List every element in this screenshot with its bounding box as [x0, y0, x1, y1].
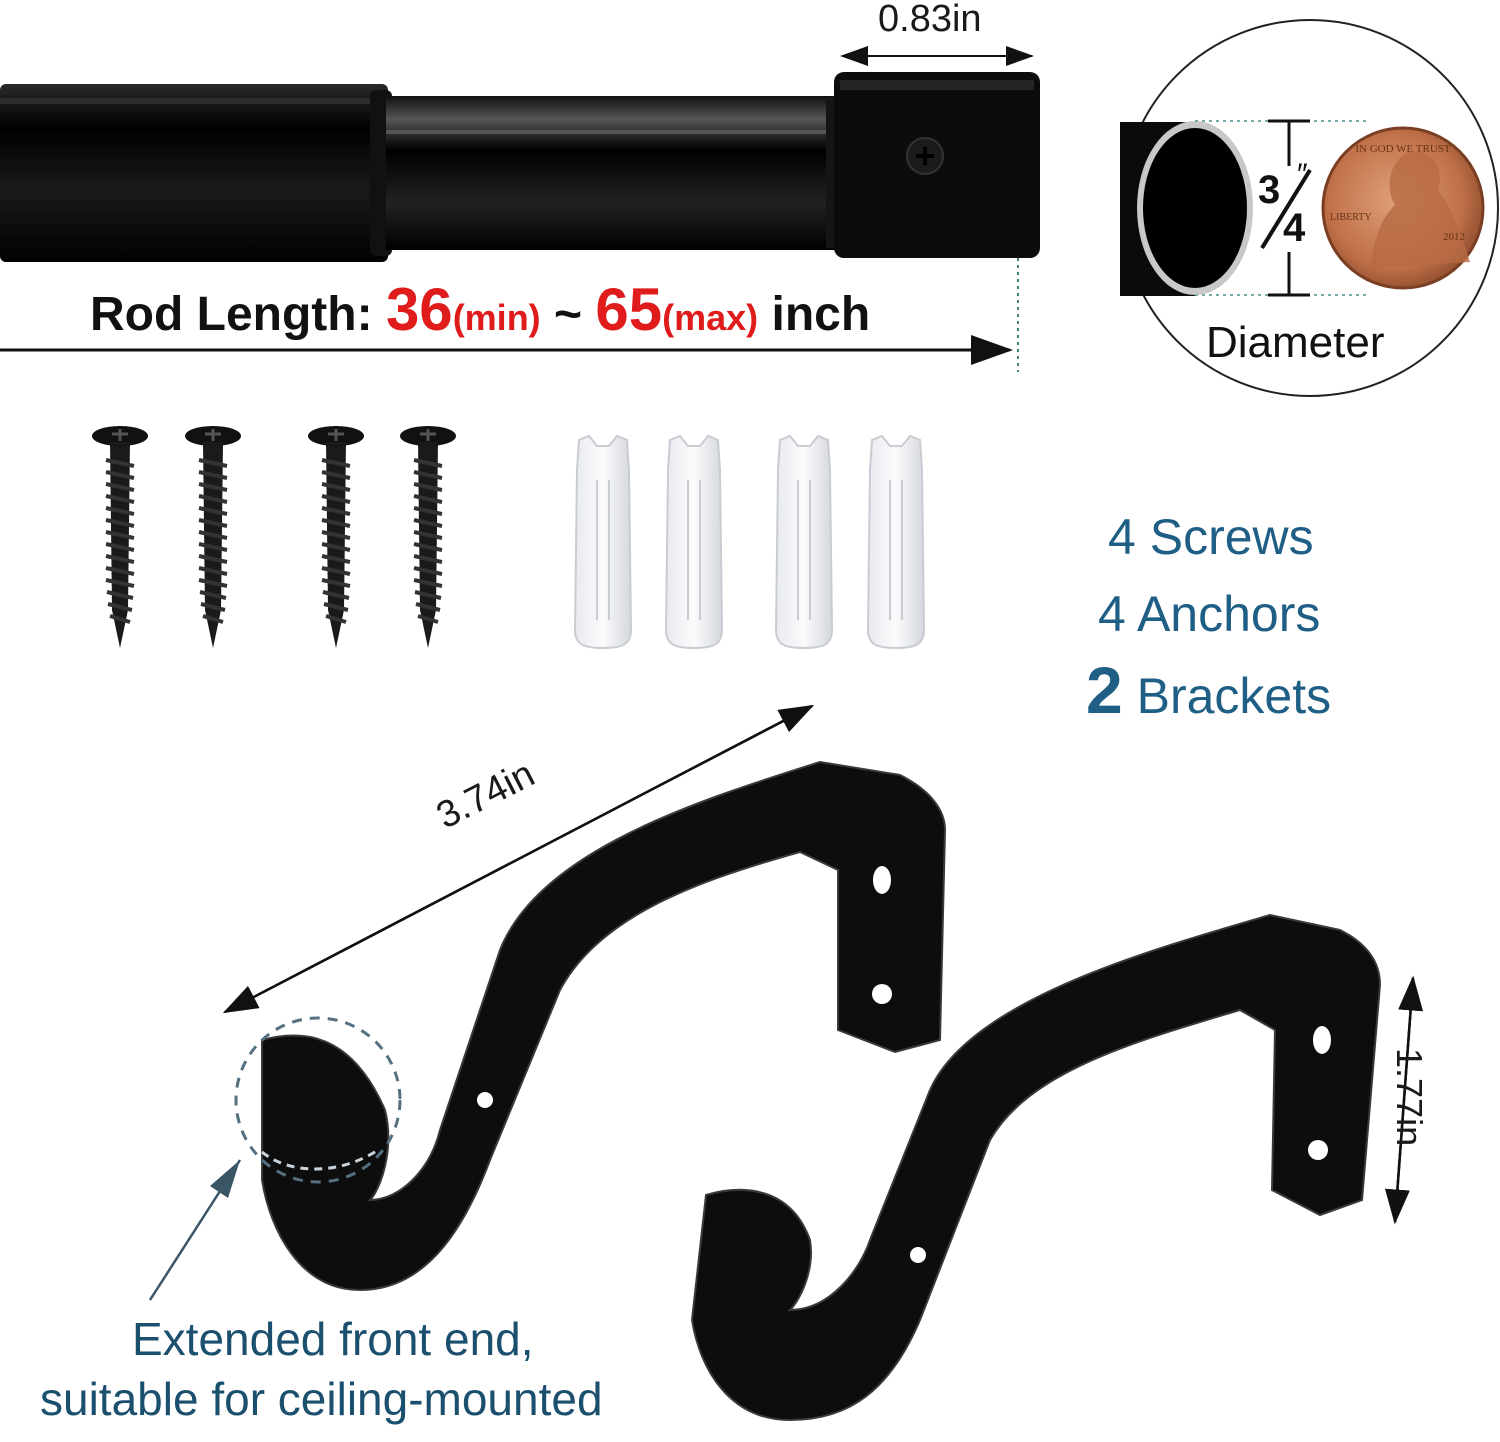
- brackets-count: 2: [1086, 653, 1123, 727]
- brackets-count-label: 2 Brackets: [1086, 652, 1331, 728]
- rod-length-title: Rod Length:: [90, 288, 373, 341]
- rod-length-label: Rod Length: 36(min) ~ 65(max) inch: [90, 275, 870, 344]
- screw-icon: [185, 426, 241, 648]
- bracket-length-arrow: [222, 704, 815, 1014]
- rod-end-cap: [834, 72, 1040, 258]
- rod-min-unit: (min): [452, 297, 541, 338]
- brackets-text: Brackets: [1136, 668, 1332, 724]
- anchors-count: 4: [1098, 586, 1126, 642]
- screws-count: 4: [1108, 509, 1136, 565]
- front-end-note-line1: Extended front end,: [132, 1313, 534, 1365]
- coin-year: 2012: [1443, 231, 1465, 243]
- coin-liberty: LIBERTY: [1330, 212, 1372, 223]
- anchor-icon: [866, 434, 926, 650]
- bracket-left: [261, 760, 947, 1292]
- rod-range-separator: ~: [554, 288, 583, 341]
- anchors-text: Anchors: [1136, 586, 1321, 642]
- curtain-rod: [0, 72, 1040, 262]
- cap-screw-icon: [906, 137, 944, 175]
- bracket-height-label: 1.77in: [1389, 1048, 1430, 1147]
- rod-max-unit: (max): [662, 297, 759, 338]
- screw-icon: [400, 426, 456, 648]
- screw-icon: [92, 426, 148, 648]
- front-end-note-line2: suitable for ceiling-mounted: [40, 1373, 603, 1425]
- penny-coin: IN GOD WE TRUST LIBERTY 2012: [1321, 126, 1485, 290]
- bracket-height-arrow: [1384, 975, 1424, 1225]
- anchor-icon: [774, 434, 834, 650]
- front-end-highlight: [234, 1016, 402, 1184]
- screws-count-label: 4 Screws: [1108, 508, 1314, 566]
- anchor-icon: [664, 434, 724, 650]
- rod-diameter-label: 0.83in: [878, 0, 982, 40]
- anchors-group: [573, 434, 926, 650]
- rod-cross-section: [1120, 121, 1253, 296]
- rod-length-unit: inch: [771, 288, 871, 341]
- diameter-inch-mark: ″: [1297, 158, 1308, 191]
- anchors-count-label: 4 Anchors: [1098, 585, 1320, 643]
- screw-icon: [308, 426, 364, 648]
- front-end-pointer-arrow: [148, 1159, 242, 1301]
- coin-motto: IN GOD WE TRUST: [1355, 143, 1451, 155]
- diameter-callout: IN GOD WE TRUST LIBERTY 2012: [1120, 19, 1499, 397]
- bracket-right: [690, 913, 1382, 1422]
- rod-max-value: 65: [595, 276, 663, 343]
- diameter-fraction-denominator: 4: [1283, 206, 1306, 250]
- screws-group: [92, 426, 456, 648]
- rod-min-value: 36: [385, 276, 453, 343]
- rod-length-arrow: [0, 258, 1019, 372]
- anchor-icon: [573, 434, 633, 650]
- diameter-label: Diameter: [1206, 318, 1385, 367]
- screws-text: Screws: [1149, 509, 1314, 565]
- diameter-fraction-numerator: 3: [1258, 168, 1281, 212]
